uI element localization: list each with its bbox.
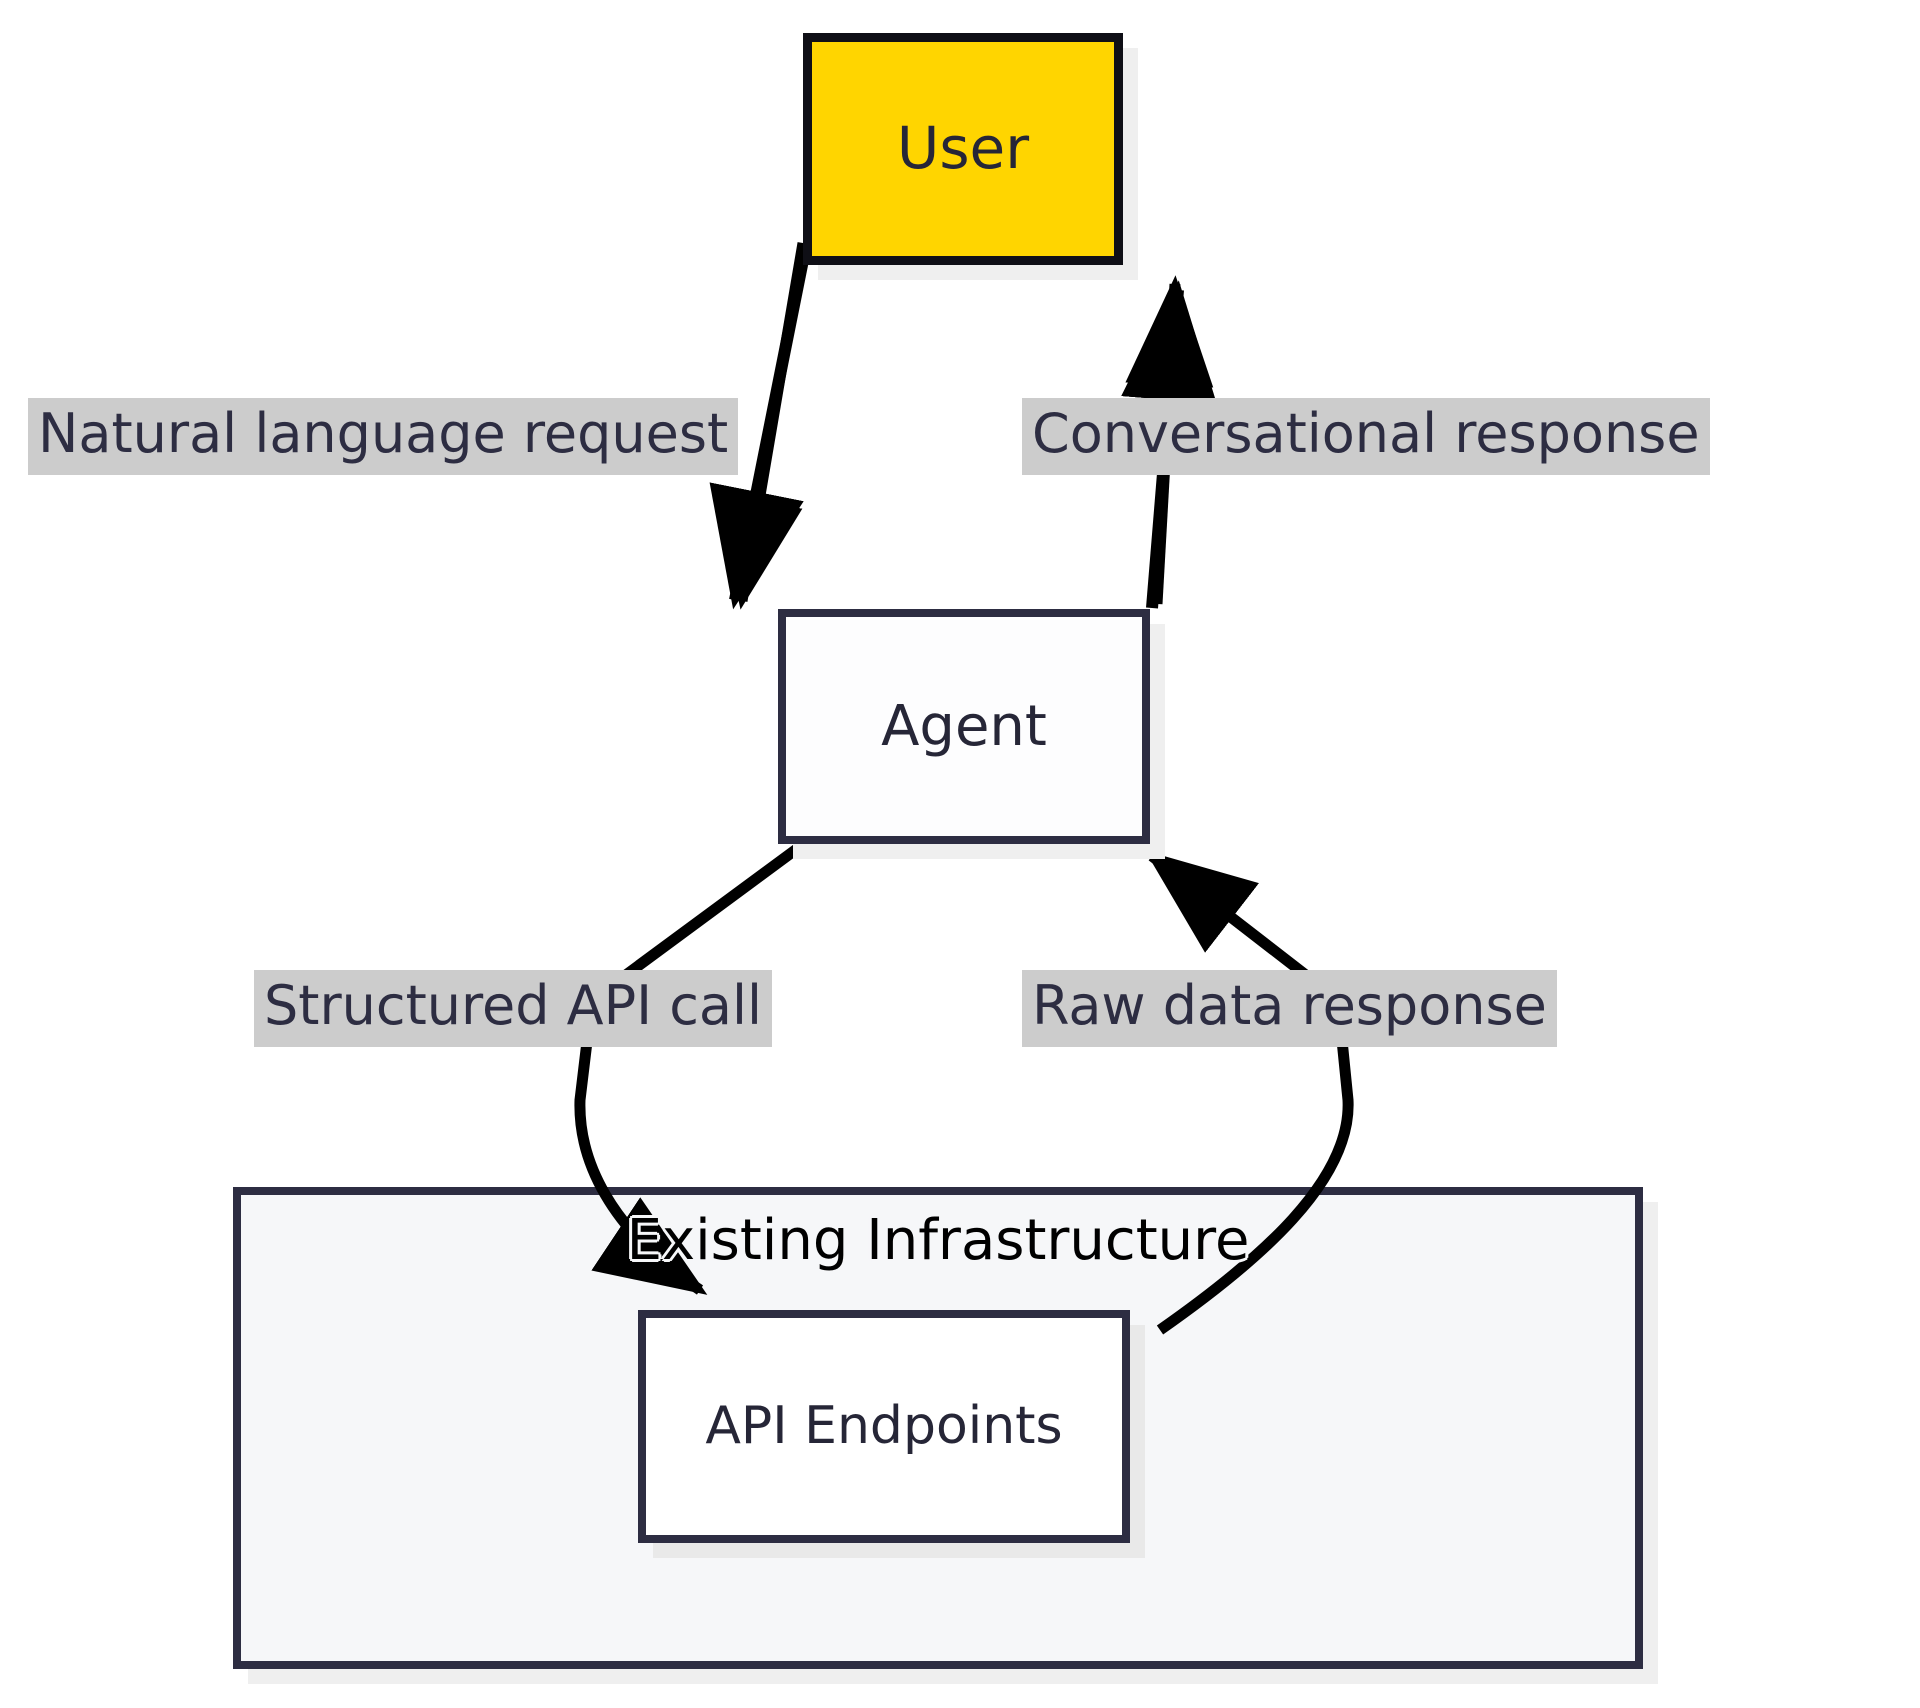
edge-label-conversational-response: Conversational response	[1022, 398, 1710, 475]
node-api-endpoints[interactable]: API Endpoints	[638, 1310, 1130, 1543]
node-agent[interactable]: Agent	[778, 609, 1150, 844]
edge-api-to-agent	[1145, 850, 1354, 1335]
node-agent-label: Agent	[881, 693, 1047, 759]
node-user[interactable]: User	[803, 33, 1123, 265]
edge-label-structured-api-call: Structured API call	[254, 970, 773, 1047]
node-user-label: User	[896, 114, 1030, 183]
edge-agent-to-api	[574, 843, 802, 1295]
edge-segment-nl-request	[709, 243, 812, 610]
edge-label-natural-language-request: Natural language request	[28, 398, 739, 475]
edge-label-raw-data-response: Raw data response	[1022, 970, 1557, 1047]
node-api-endpoints-label: API Endpoints	[705, 1395, 1063, 1456]
